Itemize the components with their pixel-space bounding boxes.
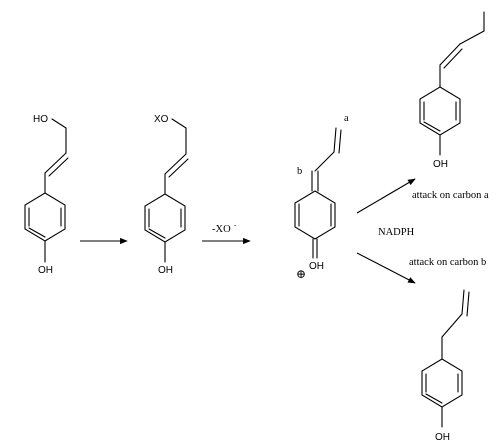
oxonium-oh-label: OH xyxy=(309,261,324,272)
positive-charge-label: ⊕ xyxy=(296,267,306,281)
carbon-a-label: a xyxy=(344,113,349,124)
molecule-activated-ester: XO OH xyxy=(144,114,189,276)
phenol-oh-label: OH xyxy=(433,159,448,170)
arrow-attack-a xyxy=(356,178,416,214)
benzene-ring xyxy=(421,358,463,408)
benzene-ring xyxy=(144,193,186,243)
molecule-product-a: OH xyxy=(419,11,485,170)
attack-b-label: attack on carbon b xyxy=(409,257,486,268)
hydroxyl-label: HO xyxy=(33,114,48,125)
phenol-oh-label: OH xyxy=(158,265,173,276)
nadph-label: NADPH xyxy=(378,227,415,238)
propenyl-chain xyxy=(439,11,485,88)
molecule-product-b: OH xyxy=(421,289,470,443)
carbon-b-label: b xyxy=(297,166,302,177)
propenyl-ester-chain xyxy=(164,118,189,195)
propenol-chain xyxy=(44,118,69,194)
phenol-oh-label: OH xyxy=(38,265,53,276)
molecule-quinone-methide: OH ⊕ a b xyxy=(294,113,349,281)
arrow-attack-b xyxy=(356,252,416,284)
benzene-ring xyxy=(419,86,461,136)
leaving-group-label: -XO xyxy=(212,224,231,235)
leaving-group-charge: - xyxy=(234,221,237,229)
allyl-chain xyxy=(441,289,470,360)
attack-a-label: attack on carbon a xyxy=(412,190,489,201)
benzene-ring xyxy=(24,192,66,242)
xo-label: XO xyxy=(154,114,169,125)
quinoid-ring xyxy=(294,190,336,240)
molecule-coumaryl-alcohol: HO OH xyxy=(24,114,69,276)
phenol-oh-label: OH xyxy=(435,432,450,443)
exocyclic-allylidene xyxy=(311,127,342,192)
